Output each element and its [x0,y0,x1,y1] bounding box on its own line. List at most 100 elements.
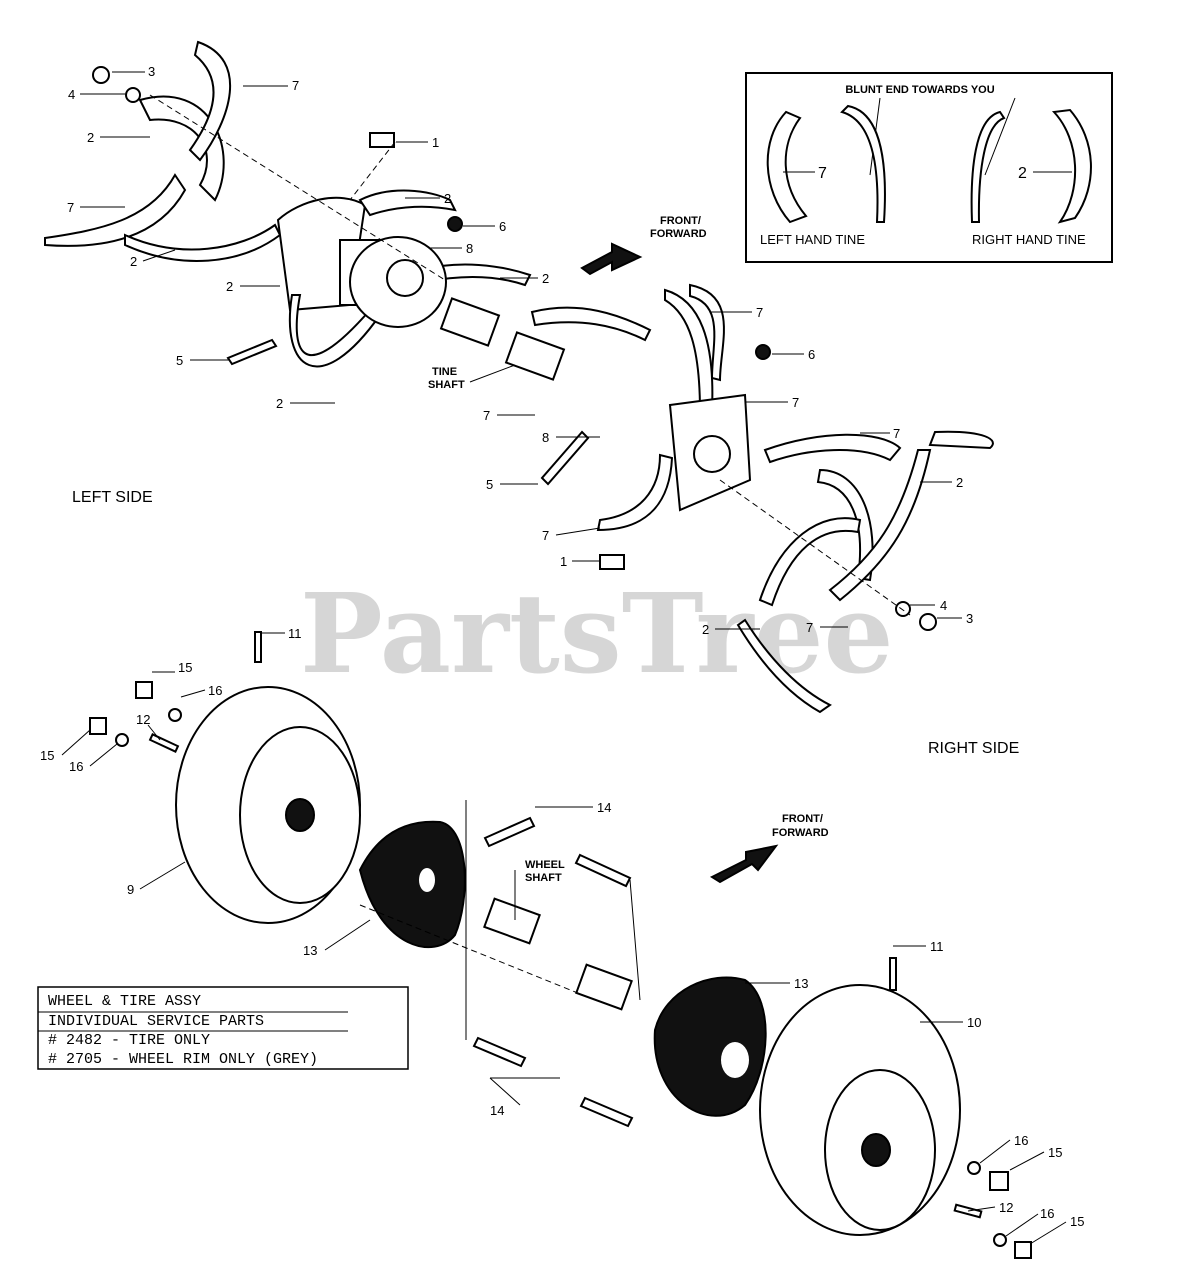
callout-7: 7 [67,200,74,215]
callout-7: 7 [756,305,763,320]
right-wheel-assembly [653,957,1032,1259]
callout-15: 15 [178,660,192,675]
bolt-5-right [540,430,590,486]
legend-frame [745,72,1113,263]
bolt-5-left [226,338,278,366]
left-hand-tine-edge-view [840,104,886,223]
callout-2: 2 [130,254,137,269]
tine-left-outer-1 [138,95,225,202]
wheel-shaft-segment-2 [575,963,633,1011]
callout-1: 1 [560,554,567,569]
callout-4: 4 [940,598,947,613]
service-note-frame [37,986,409,1070]
legend-right-caption: RIGHT HAND TINE [972,232,1086,247]
callout-7: 7 [893,426,900,441]
tine-right-outer-1 [763,433,902,464]
tine-right-outer-4 [828,449,932,602]
washer-16-upper-left [168,708,182,722]
bolt-14-upper-right [574,853,632,888]
callout-13: 13 [303,943,317,958]
direction-bottom-line1: FRONT/ [782,813,823,825]
legend-left-caption: LEFT HAND TINE [760,232,865,247]
callout-2: 2 [542,271,549,286]
pin-12-left [148,733,180,753]
callout-7: 7 [542,528,549,543]
pin-11-right [889,957,897,991]
callout-15: 15 [1070,1214,1084,1229]
hub-bore-right-wheel [721,1042,749,1078]
callout-14: 14 [490,1103,504,1118]
rim-bore-right [861,1133,891,1167]
callout-7: 7 [292,78,299,93]
callout-15: 15 [40,748,54,763]
direction-top-line2: FORWARD [650,228,707,240]
callout-12: 12 [999,1200,1013,1215]
callout-7: 7 [792,395,799,410]
tine-shaft-label-2: SHAFT [428,379,465,391]
nut-6-right [755,344,771,360]
callout-6: 6 [499,219,506,234]
legend-left-number: 7 [818,165,827,182]
legend-title: BLUNT END TOWARDS YOU [845,84,994,96]
left-hand-tine-side-view [766,110,808,224]
callout-8: 8 [542,430,549,445]
washer-16-lower-left [115,733,129,747]
left-side-label: LEFT SIDE [72,489,153,506]
service-note-line-2: INDIVIDUAL SERVICE PARTS [48,1013,264,1030]
hub-hole-left [419,868,435,892]
tine-left-inner-3 [418,263,532,287]
callout-7: 7 [483,408,490,423]
legend-right-number: 2 [1018,165,1027,182]
callout-16: 16 [1040,1206,1054,1221]
callout-16: 16 [208,683,222,698]
callout-11: 11 [288,626,302,641]
tine-left-inner-1 [358,189,457,217]
rim-bore-left [285,798,315,832]
clip-15-upper-left [135,681,153,699]
left-wheel-assembly [89,631,641,1128]
nut-6-left [447,216,463,232]
callout-12: 12 [136,712,150,727]
front-forward-arrow-bottom: FRONT/ FORWARD [709,813,829,884]
nut-3-left [92,66,110,84]
tine-shaft-segment-2 [504,331,566,381]
tine-left-outer-2 [188,40,232,162]
direction-bottom-line2: FORWARD [772,827,829,839]
callout-16: 16 [69,759,83,774]
wheel-shaft-label-1: WHEEL [525,859,565,871]
washer-16-lower-right [993,1233,1007,1247]
callout-9: 9 [127,882,134,897]
left-tine-assembly [44,40,566,381]
tine-shaft-label-1: TINE [432,366,457,378]
callout-6: 6 [808,347,815,362]
tine-right-lower [596,453,674,532]
washer-16-upper-right [967,1161,981,1175]
callout-8: 8 [466,241,473,256]
washer-4-right [895,601,911,617]
right-side-label: RIGHT SIDE [928,740,1019,757]
bolt-14-upper-left [483,816,536,848]
hub-13-right [653,976,767,1117]
hub-13-left [358,820,466,949]
bolt-14-lower-right [579,1096,634,1128]
direction-top-line1: FRONT/ [660,215,701,227]
bolt-14-lower-left [472,1036,527,1068]
wheel-shaft-segment-1 [483,897,541,945]
callout-14: 14 [597,800,611,815]
service-note-line-4: # 2705 - WHEEL RIM ONLY (GREY) [48,1051,318,1068]
service-note-line-3: # 2482 - TIRE ONLY [48,1032,210,1049]
callout-2: 2 [702,622,709,637]
tine-shaft-segment-1 [439,297,501,347]
clip-15-lower-left [89,717,107,735]
callout-15: 15 [1048,1145,1062,1160]
callout-5: 5 [486,477,493,492]
right-hand-tine-side-view [1051,108,1092,224]
tine-right-upper-2 [689,283,725,382]
tine-right-upper [664,288,714,414]
front-forward-arrow-top: FRONT/ FORWARD [580,215,707,276]
callout-16: 16 [1014,1133,1028,1148]
tine-right-outer-tip [928,430,994,450]
callout-13: 13 [794,976,808,991]
callout-2: 2 [226,279,233,294]
